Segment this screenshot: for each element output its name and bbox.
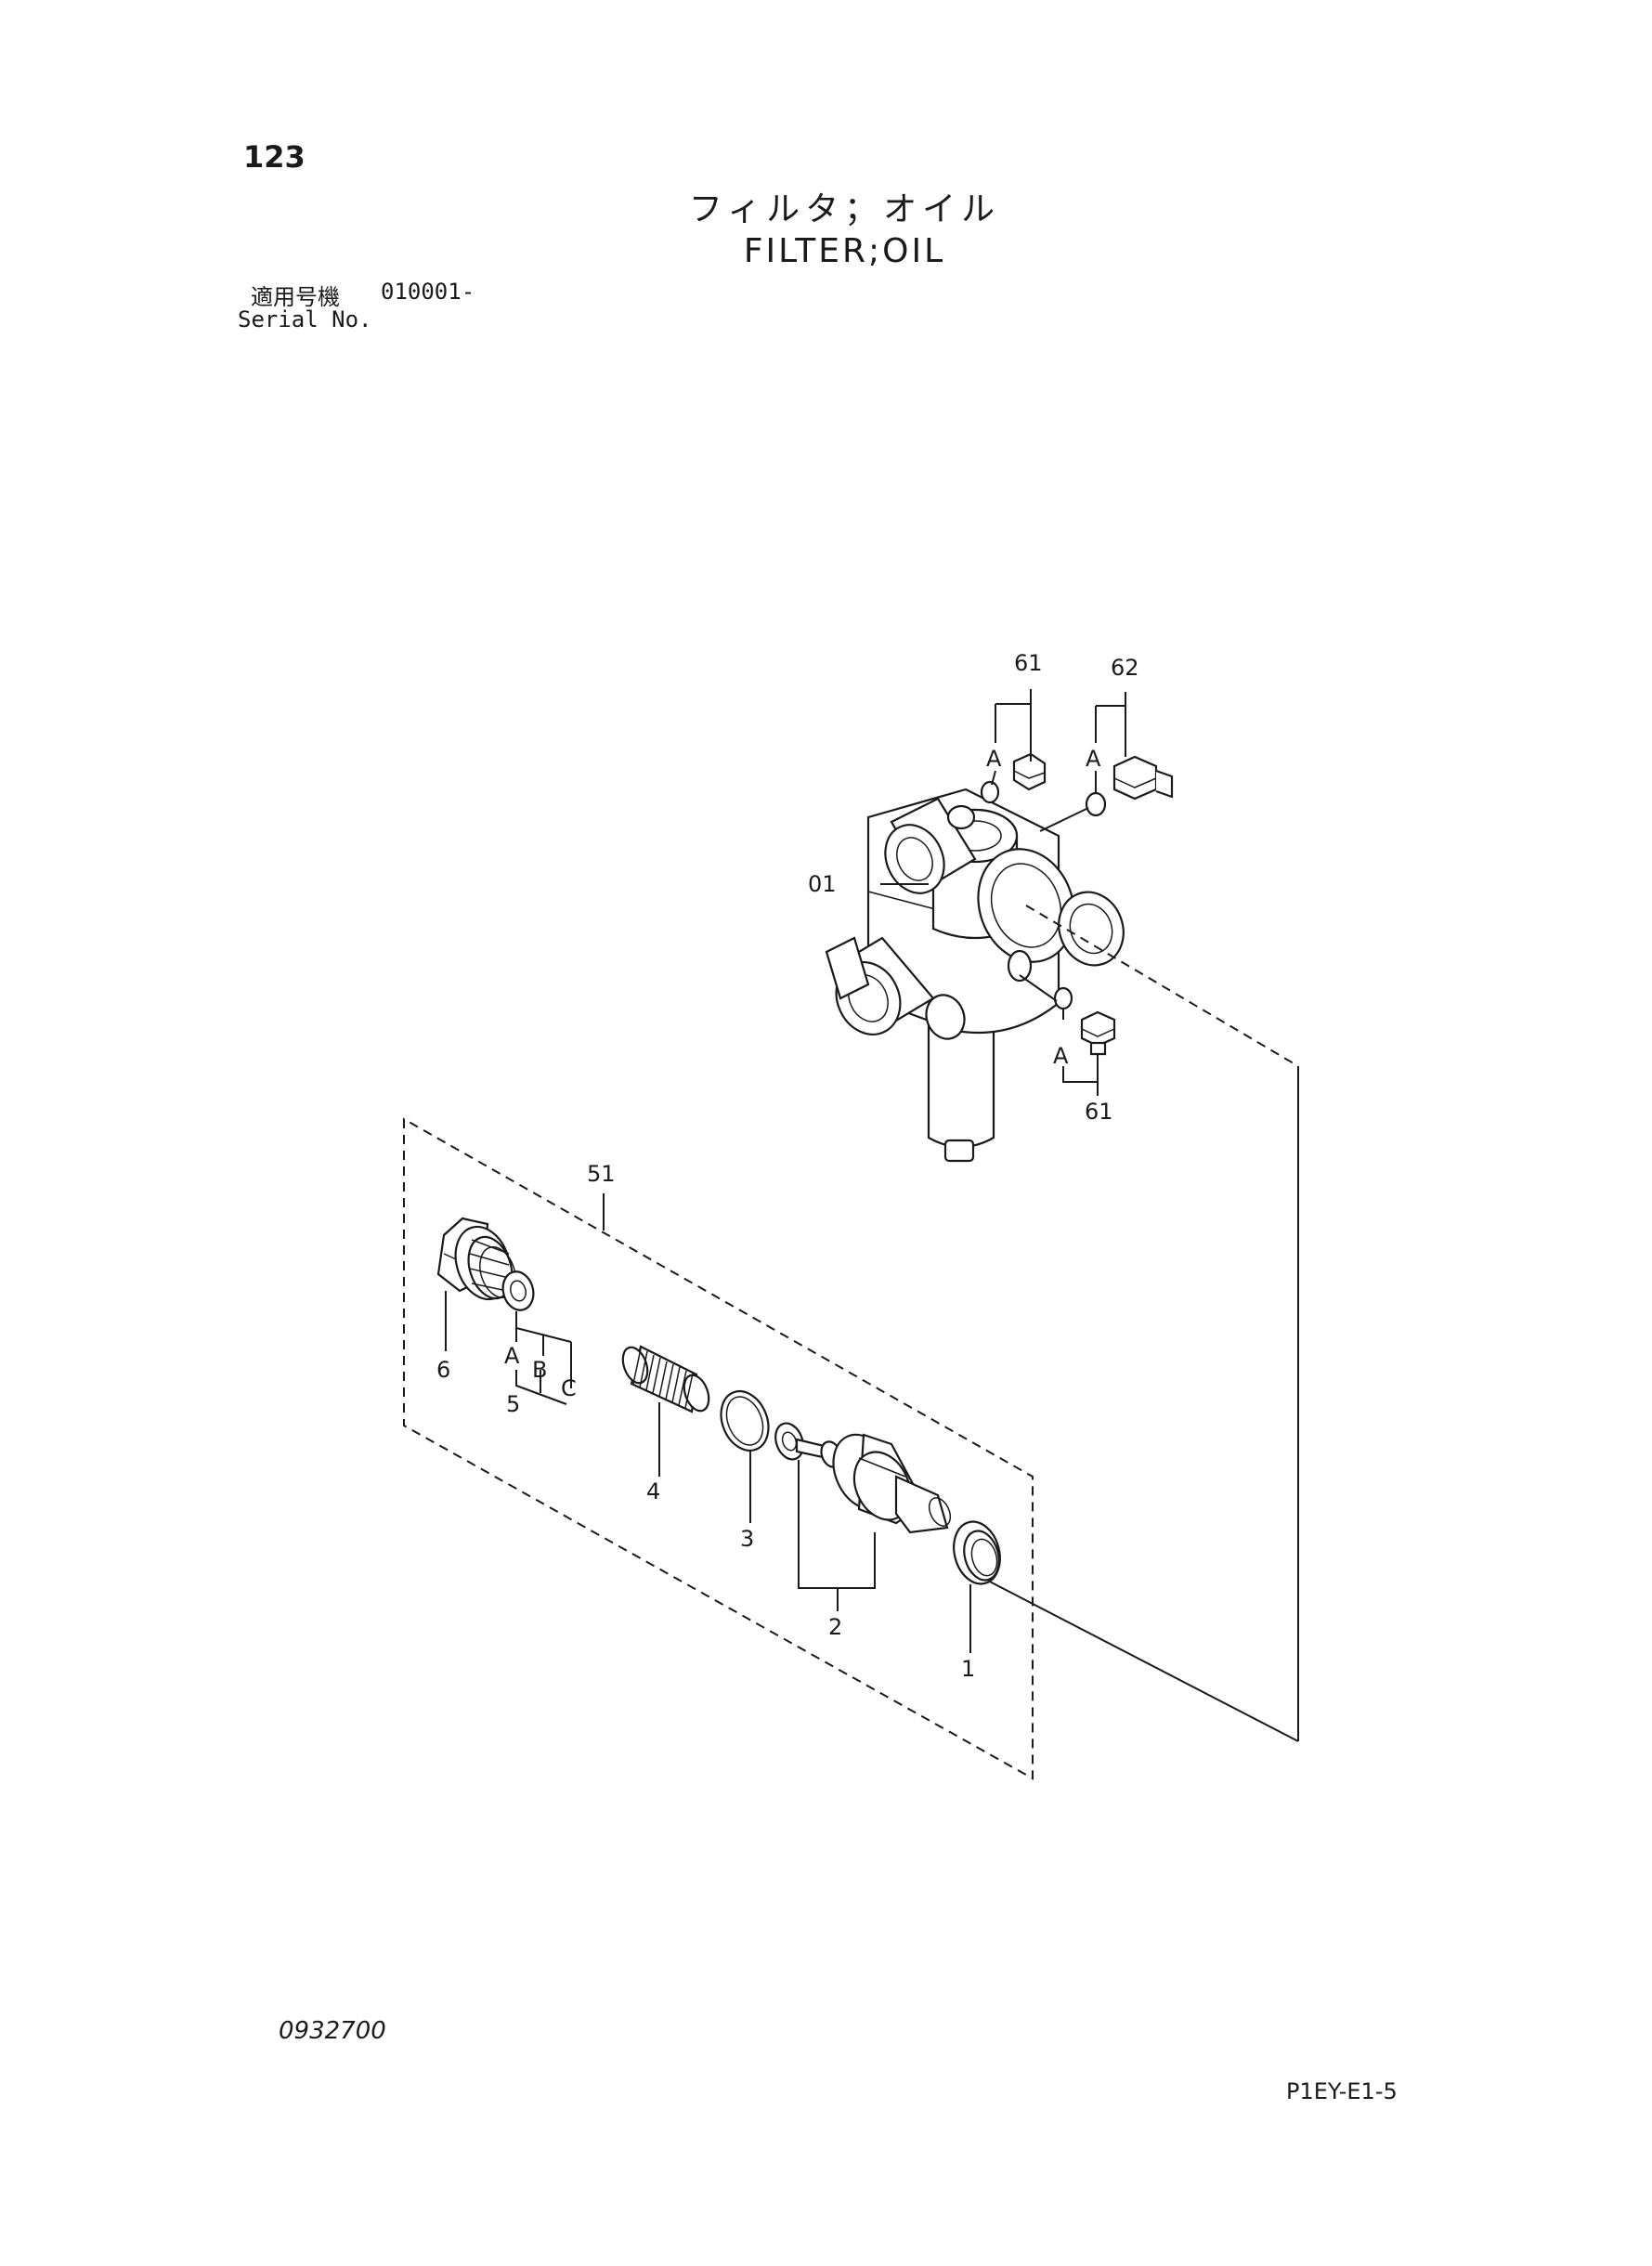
document-code: 0932700 <box>279 2017 386 2045</box>
cap-6 <box>436 1217 516 1301</box>
page-title-english: FILTER;OIL <box>743 232 946 270</box>
callout-01: 01 <box>808 871 837 897</box>
callout-a-top-right: A <box>1086 746 1101 772</box>
callout-4: 4 <box>646 1478 660 1504</box>
callout-c-left: C <box>561 1375 577 1401</box>
callout-3: 3 <box>740 1526 754 1552</box>
o-ring-a-top-left <box>980 780 1000 804</box>
valve-assembly-2 <box>774 1422 952 1534</box>
callout-61-top: 61 <box>1014 650 1043 676</box>
o-ring-a-right <box>1053 986 1073 1010</box>
page-title-japanese: フィルタ；オイル <box>688 190 1001 228</box>
callout-1: 1 <box>961 1656 975 1682</box>
callout-62: 62 <box>1111 655 1139 681</box>
o-ring-a-top-right <box>1085 791 1107 817</box>
kit-51-boundary <box>403 1117 1034 1780</box>
page-number: 123 <box>243 139 306 175</box>
plug-62 <box>1112 755 1174 801</box>
page-reference: P1EY-E1-5 <box>1286 2078 1398 2104</box>
applicability-label: 適用号機 <box>251 284 340 310</box>
callout-51: 51 <box>587 1161 616 1187</box>
serial-number-label: Serial No. <box>238 306 372 332</box>
plug-61-top <box>1012 752 1047 791</box>
applicability-serial-range: 010001- <box>381 279 475 305</box>
filter-head-body <box>825 788 1125 1163</box>
washer-5 <box>501 1270 535 1311</box>
o-ring-3 <box>720 1390 770 1452</box>
callout-a-left: A <box>504 1343 520 1369</box>
callout-61-bottom: 61 <box>1085 1099 1113 1125</box>
seal-ring-1 <box>953 1520 1001 1585</box>
callout-b-left: B <box>532 1357 547 1383</box>
plug-61-bottom <box>1080 1010 1116 1056</box>
callout-a-right: A <box>1053 1043 1069 1069</box>
spring-4 <box>621 1345 710 1413</box>
callout-6: 6 <box>436 1357 450 1383</box>
callout-5: 5 <box>506 1391 520 1417</box>
callout-a-top-left: A <box>986 746 1002 772</box>
callout-2: 2 <box>828 1614 842 1640</box>
